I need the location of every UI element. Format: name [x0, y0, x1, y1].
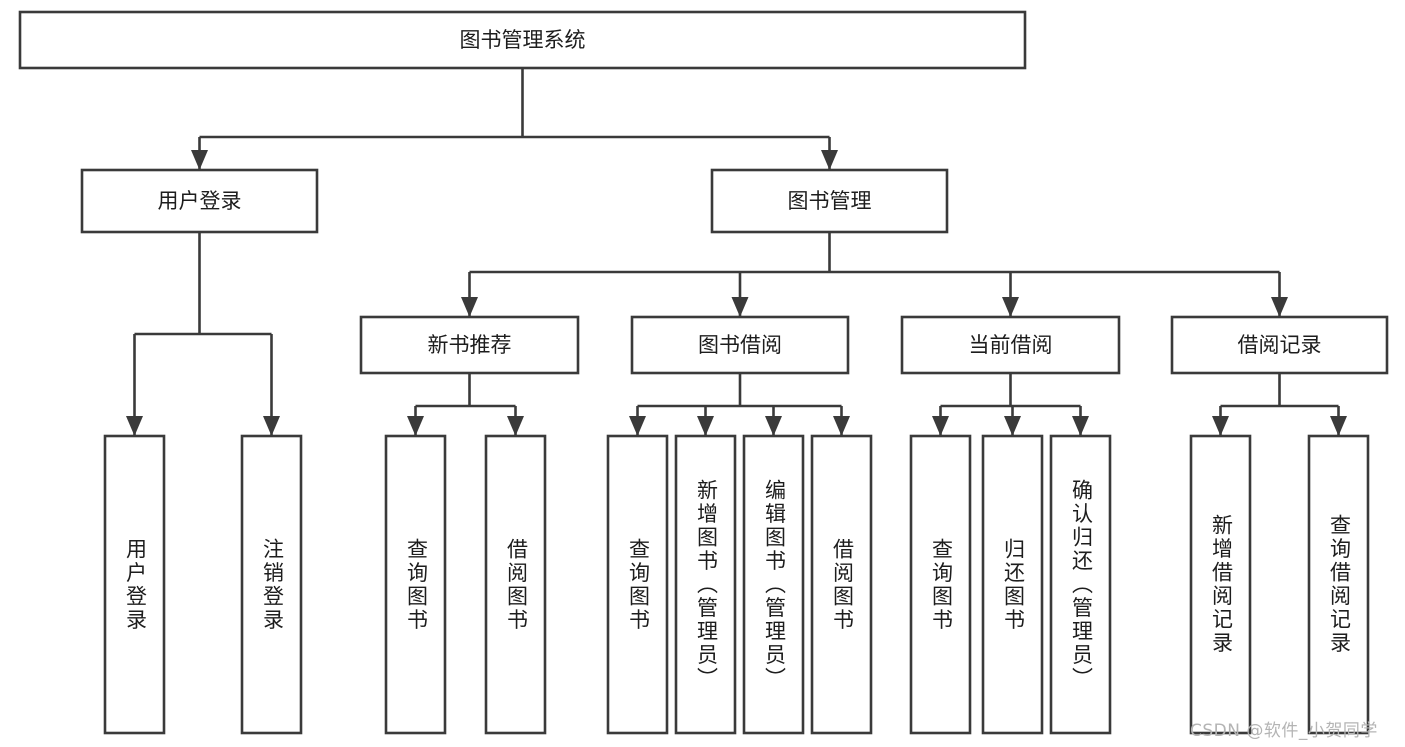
- arrow-head-icon: [821, 150, 838, 170]
- node-box-leaf-query-book-bb[interactable]: [606, 434, 669, 735]
- arrow-head-icon: [932, 416, 949, 436]
- node-box-new-book-rec[interactable]: [359, 315, 580, 375]
- csdn-watermark: CSDN @软件_小贺同学: [1190, 721, 1378, 741]
- boxes-layer: [18, 10, 1389, 735]
- node-box-leaf-user-login[interactable]: [103, 434, 166, 735]
- arrow-head-icon: [697, 416, 714, 436]
- node-box-leaf-add-record-br[interactable]: [1189, 434, 1252, 735]
- node-label-new-book-rec: 新书推荐: [428, 333, 512, 357]
- node-box-user-login[interactable]: [80, 168, 319, 234]
- arrow-head-icon: [629, 416, 646, 436]
- arrow-head-icon: [731, 297, 749, 317]
- node-box-leaf-confirm-return-cb[interactable]: [1049, 434, 1112, 735]
- node-box-current-borrow[interactable]: [900, 315, 1121, 375]
- node-box-leaf-query-record-br[interactable]: [1307, 434, 1370, 735]
- arrow-head-icon: [1004, 416, 1021, 436]
- node-box-leaf-return-book-cb[interactable]: [981, 434, 1044, 735]
- arrow-head-icon: [263, 416, 280, 436]
- arrow-head-icon: [126, 416, 143, 436]
- node-box-root[interactable]: [18, 10, 1027, 70]
- node-box-leaf-edit-book-bb[interactable]: [742, 434, 805, 735]
- node-label-book-borrow: 图书借阅: [698, 333, 782, 357]
- node-box-book-borrow[interactable]: [630, 315, 850, 375]
- arrow-head-icon: [1072, 416, 1089, 436]
- node-box-leaf-query-book-cb[interactable]: [909, 434, 972, 735]
- arrow-head-icon: [461, 297, 478, 317]
- arrow-head-icon: [407, 416, 424, 436]
- arrow-head-icon: [1212, 416, 1229, 436]
- arrow-head-icon: [1271, 297, 1288, 317]
- arrow-head-icon: [1002, 297, 1019, 317]
- node-box-leaf-query-book-rec[interactable]: [384, 434, 447, 735]
- node-box-leaf-borrow-book-bb[interactable]: [810, 434, 873, 735]
- connectors-layer: [126, 68, 1347, 436]
- arrow-head-icon: [191, 150, 208, 170]
- arrow-head-icon: [833, 416, 850, 436]
- node-box-borrow-record[interactable]: [1170, 315, 1389, 375]
- arrow-head-icon: [507, 416, 524, 436]
- arrow-head-icon: [1330, 416, 1347, 436]
- node-label-root: 图书管理系统: [460, 28, 586, 52]
- node-label-user-login: 用户登录: [158, 189, 242, 213]
- arrow-head-icon: [765, 416, 782, 436]
- node-box-leaf-add-book-bb[interactable]: [674, 434, 737, 735]
- node-box-leaf-borrow-book-rec[interactable]: [484, 434, 547, 735]
- node-label-book-manage: 图书管理: [788, 189, 872, 213]
- node-box-leaf-user-logout[interactable]: [240, 434, 303, 735]
- node-label-current-borrow: 当前借阅: [969, 333, 1053, 357]
- node-box-book-manage[interactable]: [710, 168, 949, 234]
- node-label-borrow-record: 借阅记录: [1238, 333, 1322, 357]
